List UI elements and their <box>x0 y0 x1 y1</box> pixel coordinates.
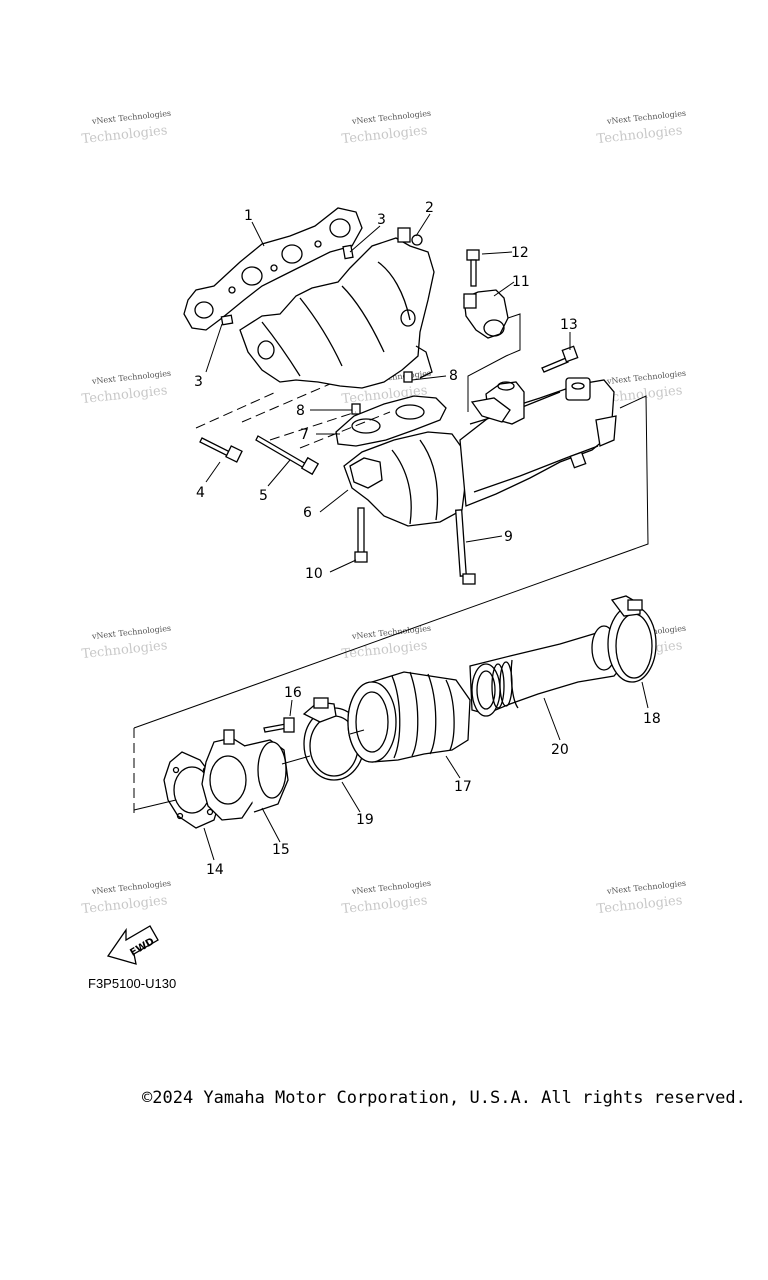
dowel-pin <box>220 314 234 326</box>
callout-8: 8 <box>449 368 458 384</box>
callout-11: 11 <box>512 274 530 290</box>
callout-8: 8 <box>296 403 305 419</box>
callout-14: 14 <box>206 862 224 878</box>
bolt <box>541 345 579 373</box>
callout-7: 7 <box>300 427 309 443</box>
callouts: 1 2 3 3 4 5 6 7 8 8 9 10 11 12 13 14 15 … <box>194 200 661 878</box>
svg-text:Technologies: Technologies <box>341 638 428 662</box>
callout-18: 18 <box>643 711 661 727</box>
callout-10: 10 <box>305 566 323 582</box>
fwd-arrow-icon: FWD <box>106 925 159 965</box>
bolt <box>263 717 295 733</box>
long-bolt <box>455 509 476 585</box>
callout-6: 6 <box>303 505 312 521</box>
callout-2: 2 <box>425 200 434 216</box>
rubber-joint <box>347 671 471 763</box>
exhaust-gasket <box>183 207 363 331</box>
callout-3: 3 <box>377 212 386 228</box>
assembly-lines-lower <box>133 729 365 811</box>
svg-text:Technologies: Technologies <box>341 123 428 147</box>
callout-15: 15 <box>272 842 290 858</box>
watermark: Technologies vNext Technologies <box>81 109 171 147</box>
callout-4: 4 <box>196 485 205 501</box>
svg-text:Technologies: Technologies <box>341 893 428 917</box>
callout-5: 5 <box>259 488 268 504</box>
manifold-gasket <box>335 395 447 447</box>
svg-text:Technologies: Technologies <box>81 638 168 662</box>
callout-20: 20 <box>551 742 569 758</box>
leader-lines <box>203 213 649 861</box>
callout-1: 1 <box>244 208 253 224</box>
bolt <box>199 437 243 463</box>
watermark: Technologies vNext Technologies <box>81 624 171 662</box>
svg-text:Technologies: Technologies <box>81 893 168 917</box>
blind-plug <box>403 371 413 383</box>
callout-13: 13 <box>560 317 578 333</box>
diagram-code: F3P5100-U130 <box>88 976 177 991</box>
bolt <box>466 249 480 287</box>
watermark: Technologies vNext Technologies <box>341 879 431 917</box>
dowel-pin <box>342 244 354 260</box>
watermark: Technologies vNext Technologies <box>596 879 686 917</box>
svg-text:Technologies: Technologies <box>81 383 168 407</box>
watermark: Technologies vNext Technologies <box>81 879 171 917</box>
exhaust-pipe <box>343 377 617 527</box>
svg-text:Technologies: Technologies <box>81 123 168 147</box>
svg-text:Technologies: Technologies <box>596 893 683 917</box>
blind-plug <box>351 403 361 415</box>
callout-16: 16 <box>284 685 302 701</box>
assembly-lines-upper <box>133 313 649 814</box>
callout-17: 17 <box>454 779 472 795</box>
callout-3: 3 <box>194 374 203 390</box>
watermark: Technologies vNext Technologies <box>341 624 431 662</box>
exhaust-hose-pipe <box>469 625 625 717</box>
watermark: Technologies vNext Technologies <box>596 109 686 147</box>
flange-adapter <box>201 729 289 821</box>
exhaust-manifold <box>239 227 435 389</box>
watermark: Technologies vNext Technologies <box>81 369 171 407</box>
hose-clamp <box>607 595 657 683</box>
watermark: Technologies vNext Technologies <box>341 109 431 147</box>
svg-text:Technologies: Technologies <box>596 123 683 147</box>
copyright-notice: ©2024 Yamaha Motor Corporation, U.S.A. A… <box>142 1088 746 1108</box>
callout-19: 19 <box>356 812 374 828</box>
callout-12: 12 <box>511 245 529 261</box>
long-bolt <box>354 507 368 563</box>
bolt <box>255 435 320 476</box>
mount-bracket <box>463 289 509 339</box>
callout-9: 9 <box>504 529 513 545</box>
